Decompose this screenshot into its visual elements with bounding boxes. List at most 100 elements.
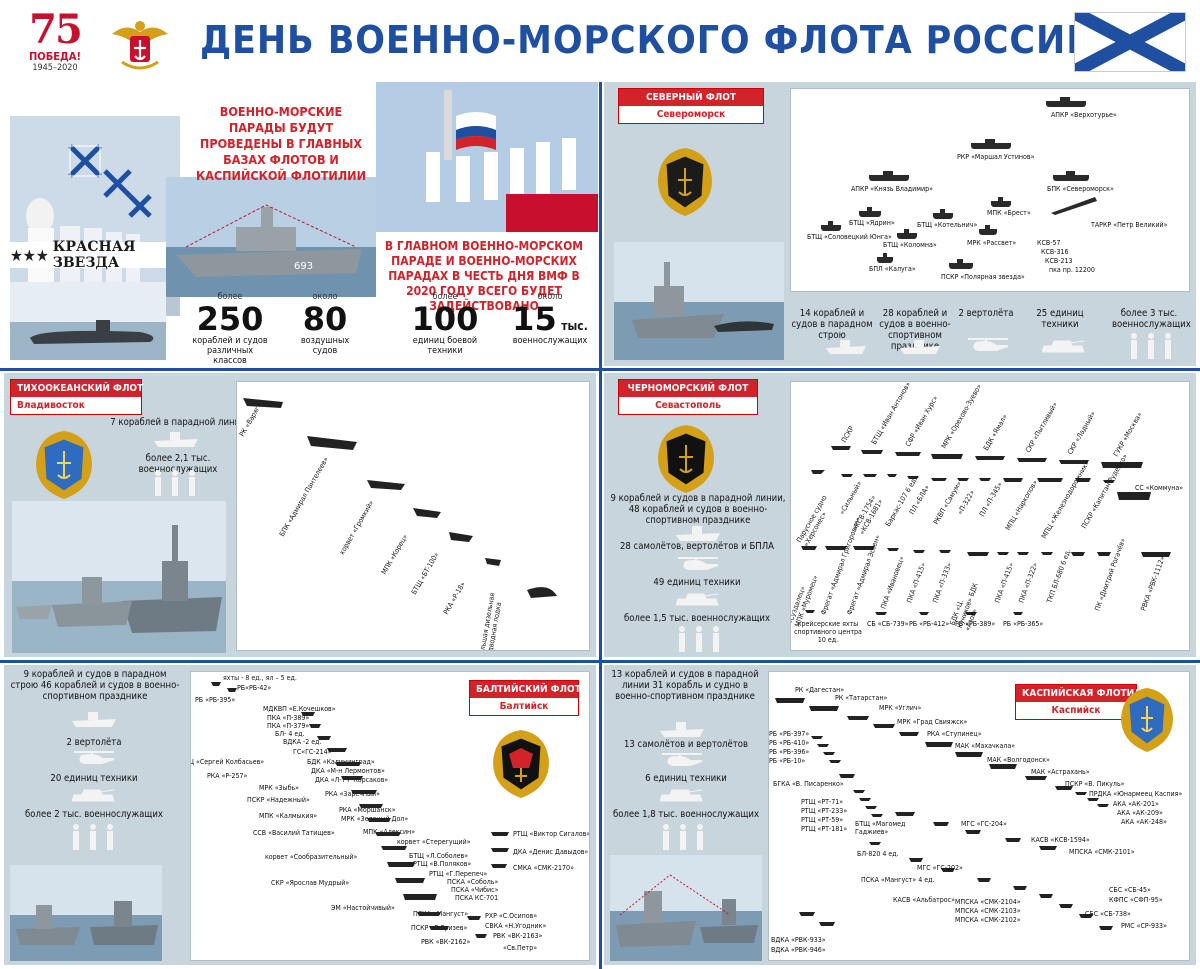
ship-icon [949, 259, 973, 269]
ship-label: МАК «Махачкала» [955, 742, 1016, 750]
fleet-stat: 7 кораблей в парадной линии [110, 417, 246, 428]
ship-label: РБ «РБ-396» [769, 748, 810, 756]
ship-label: МРК «Рассвет» [967, 239, 1017, 247]
warship-693-photo: 693 [166, 177, 376, 297]
ship-label: РМС «СР-933» [1121, 922, 1167, 930]
ship-label: АКА «АК-248» [1121, 818, 1167, 826]
ship-label: МГС «ГС-202» [917, 864, 963, 872]
ship-label: БТЩ «Магомед Гаджиев» [855, 820, 906, 836]
ship-label: БТЩ «Коломна» [883, 241, 937, 249]
horizontal-divider [0, 660, 1200, 663]
ship-label: ВДКА -2 ед. [283, 738, 322, 746]
ship-label: ДКА «Денис Давыдов» [513, 848, 589, 856]
soldiers-icon [73, 824, 113, 850]
ship-label: БПЛ «Калуга» [869, 265, 916, 273]
ship-label: БТЩ «Соловецкий Юнга» [807, 233, 892, 241]
ship-label: РВК «ВК-2162» [421, 938, 471, 946]
stat-number: 250 [196, 300, 264, 338]
stat-description: единиц боевой техники [412, 336, 478, 356]
ship-label: БГКА «В. Писаренко» [773, 780, 844, 788]
page-header: 75 ПОБЕДА! 1945–2020 ДЕНЬ ВОЕННО-МОРСКОГ… [0, 0, 1200, 82]
parade-announcement: ВОЕННО-МОРСКИЕ ПАРАДЫ БУДУТ ПРОВЕДЕНЫ В … [196, 104, 367, 183]
northern-fleet-badge-icon [658, 148, 712, 216]
soldiers-icon [663, 824, 703, 850]
ship-label: МПК «Калмыкия» [259, 812, 318, 820]
ship-label: РБ «РБ-395» [195, 696, 236, 704]
northern-fleet-panel: СЕВЕРНЫЙ ФЛОТ Североморск АПКР «Верхотур… [604, 82, 1196, 366]
stat-description: военнослужащих [512, 336, 588, 346]
ship-label: РТЩ «РТ-59» [801, 816, 844, 824]
intro-stat: около 80 воздушных судов [290, 292, 360, 356]
fleet-name: БАЛТИЙСКИЙ ФЛОТ [470, 681, 581, 698]
armored-vehicle-icon [676, 593, 719, 606]
pacific-fleet-ships: РК «Варяг» БПК «Адмирал Пантелеев» корве… [236, 381, 590, 651]
intro-stats: более 250 кораблей и судов различных кла… [190, 292, 590, 368]
armored-vehicle-icon [660, 789, 703, 802]
ship-label: МГС «ГС-204» [961, 820, 1007, 828]
ship-icon [1053, 171, 1089, 181]
ship-icon [821, 221, 841, 231]
ship-label: РКР «Маршал Устинов» [957, 153, 1035, 161]
ship-label: РБ«РБ-42» [237, 684, 272, 692]
fleet-city: Североморск [656, 109, 726, 120]
horizontal-divider [0, 368, 1200, 371]
ship-label: ДКА «М-н Лермонтов» [311, 767, 385, 775]
fleet-name: КАСПИЙСКАЯ ФЛОТИЛИЯ [1016, 685, 1156, 702]
helicopter-icon [662, 753, 703, 766]
page-title: ДЕНЬ ВОЕННО-МОРСКОГО ФЛОТА РОССИИ [200, 18, 1097, 62]
stat-description: воздушных судов [300, 336, 350, 356]
fleet-stat: 2 вертолёта [66, 737, 122, 748]
ship-icon [897, 229, 917, 239]
fleet-stat: 20 единиц техники [50, 773, 138, 784]
fleet-stat: 9 кораблей и судов в парадной линии, 48 … [610, 493, 786, 526]
black-sea-fleet-ships: ПСКР БТЩ «Иван Антонов» СФР «Иван Хурс» … [790, 381, 1190, 651]
ship-label: корвет «Сообразительный» [265, 853, 358, 861]
ship-label: БПК «Североморск» [1047, 185, 1114, 193]
fleet-city: Владивосток [17, 400, 85, 411]
ship-label: РКА «Ступинец» [927, 730, 982, 738]
ship-label: ПСКА «Мангуст» [413, 910, 469, 918]
fleet-stat: 13 самолётов и вертолётов [623, 739, 749, 750]
fleet-name: ЧЕРНОМОРСКИЙ ФЛОТ [619, 380, 757, 397]
ship-label: АПКР «Верхотурье» [1051, 111, 1117, 119]
ship-label: пка пр. 12200 [1049, 266, 1095, 274]
stat-prefix: более [217, 292, 243, 302]
ship-label: РБ «РБ-397» [769, 730, 810, 738]
boat-icon [660, 722, 704, 737]
fleet-stat: 9 кораблей и судов в парадном строю 46 к… [10, 669, 180, 702]
ship-label: ПРДКА «Юнармеец Каспия» [1089, 790, 1183, 798]
victory-75-logo: 75 ПОБЕДА! 1945–2020 [20, 10, 90, 80]
armored-vehicle-icon [72, 789, 115, 802]
ship-label: РХР «С.Осипов» [485, 912, 538, 920]
ship-label: ЭМ «Настойчивый» [331, 904, 395, 912]
ship-label: яхты - 8 ед., ял – 5 ед. [223, 674, 297, 682]
ship-label: СБС «СБ-738» [1085, 910, 1131, 918]
logo-number: 75 [29, 6, 83, 53]
stat-number: 100 [411, 300, 479, 338]
ship-label: МДКВП «Е.Кочешков» [263, 705, 336, 713]
intro-stat: более 100 единиц боевой техники [410, 292, 480, 356]
ship-label: крейсерские яхты спортивного центра 10 е… [794, 620, 862, 644]
ship-label: ВДКА «РВК-946» [771, 946, 826, 954]
fleet-stat: 2 вертолёта [958, 308, 1014, 319]
ship-icon [1051, 197, 1097, 215]
helicopter-icon [968, 338, 1009, 351]
ship-label: КСВ-213 [1045, 257, 1073, 265]
ship-label: МПСКА «СМК-2103» [955, 907, 1021, 915]
ship-label: КФПС «СФП-95» [1109, 896, 1163, 904]
caspian-flotilla-badge-icon [1121, 688, 1173, 752]
ship-icon [859, 207, 881, 217]
ship-label: КСВ-316 [1041, 248, 1069, 256]
baltic-fleet-panel: 9 кораблей и судов в парадном строю 46 к… [4, 665, 596, 965]
ship-label: АКА «АК-201» [1113, 800, 1159, 808]
ship-label: РБ «РБ-389» [955, 620, 996, 628]
baltic-fleet-badge-icon [493, 730, 549, 798]
ship-label: БТЩ «Ядрин» [849, 219, 895, 227]
ship-label: ПСКР «Полярная звезда» [941, 273, 1025, 281]
ship-label: РТЩ «В.Поляков» [413, 860, 472, 868]
ship-label: БЛ-820 4 ед. [857, 850, 899, 858]
ship-icon [1046, 97, 1086, 107]
ship-label: РК «Татарстан» [835, 694, 888, 702]
ship-label: АПКР «Князь Владимир» [851, 185, 933, 193]
fleet-city: Севастополь [655, 400, 721, 411]
